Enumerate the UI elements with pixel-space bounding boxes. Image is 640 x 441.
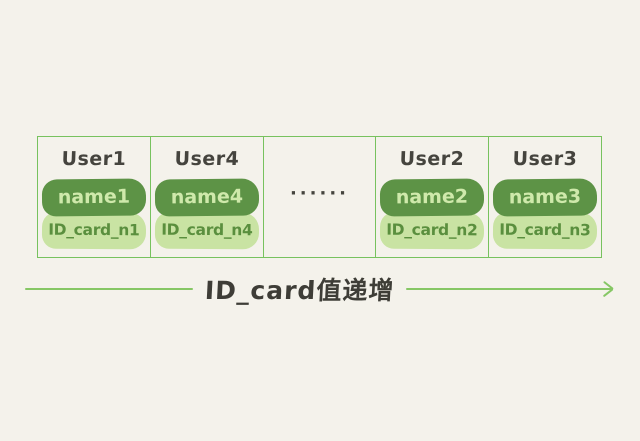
id-card-badge: ID_card_n2 — [380, 211, 485, 250]
user-title: User2 — [399, 148, 466, 170]
ellipsis-dots: ······ — [289, 183, 349, 204]
user-table: User1 name1 ID_card_n1 User4 name4 ID_ca… — [37, 136, 602, 258]
name-badge: name4 — [154, 178, 259, 217]
user-cell-2: User2 name2 ID_card_n2 — [375, 137, 488, 257]
name-badge: name2 — [380, 178, 485, 217]
id-card-badge: ID_card_n1 — [41, 211, 146, 250]
ellipsis-cell: ······ — [262, 137, 376, 257]
user-cell-4: User4 name4 ID_card_n4 — [149, 137, 263, 257]
user-title: User3 — [512, 148, 578, 170]
name-badge: name1 — [41, 178, 146, 217]
user-cell-1: User1 name1 ID_card_n1 — [38, 137, 150, 257]
arrow-label: ID_card值递增 — [204, 276, 396, 305]
user-title: User1 — [61, 148, 127, 170]
id-card-badge: ID_card_n4 — [154, 211, 259, 250]
id-card-axis-arrow: ID_card值递增 — [25, 272, 612, 306]
id-card-badge: ID_card_n3 — [493, 211, 598, 250]
arrow-line-left — [25, 287, 193, 291]
user-cell-3: User3 name3 ID_card_n3 — [488, 137, 601, 257]
arrow-line-right-with-head — [406, 287, 612, 291]
user-title: User4 — [174, 148, 240, 170]
name-badge: name3 — [492, 178, 598, 217]
